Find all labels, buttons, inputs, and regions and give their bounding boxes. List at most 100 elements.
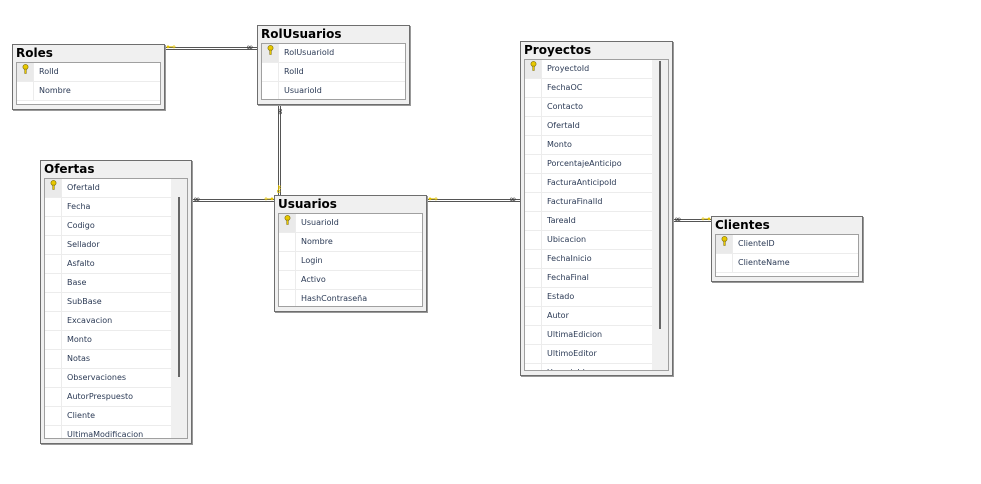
scrollbar-thumb[interactable] <box>659 61 661 329</box>
column-row[interactable]: Observaciones <box>45 369 171 388</box>
column-row[interactable]: UltimoEditor <box>525 345 652 364</box>
table-title[interactable]: RolUsuarios <box>261 27 342 41</box>
column-row[interactable]: SubBase <box>45 293 171 312</box>
column-row[interactable]: Login <box>279 252 422 271</box>
relationship-line <box>278 105 281 195</box>
column-row[interactable]: ClienteID <box>716 235 858 254</box>
column-row[interactable]: Sellador <box>45 236 171 255</box>
column-row[interactable]: FechaOC <box>525 79 652 98</box>
column-row[interactable]: Estado <box>525 288 652 307</box>
scrollbar-thumb[interactable] <box>178 197 180 377</box>
column-name: FechaOC <box>547 83 583 92</box>
infinity-end-icon: ∞ <box>509 195 517 205</box>
row-selector <box>525 155 542 173</box>
table-title[interactable]: Proyectos <box>524 43 592 57</box>
column-name: UltimaModificacion <box>67 430 144 439</box>
row-selector <box>45 236 62 254</box>
column-name: Sellador <box>67 240 100 249</box>
column-row[interactable]: Monto <box>525 136 652 155</box>
table-title[interactable]: Roles <box>16 46 53 60</box>
key-end-icon: ⊷ <box>428 194 438 205</box>
relationship-line <box>673 219 711 222</box>
column-row[interactable]: AutorPrespuesto <box>45 388 171 407</box>
column-row[interactable]: ProyectoId <box>525 60 652 79</box>
row-selector <box>525 174 542 192</box>
column-name: Monto <box>67 335 92 344</box>
row-selector <box>525 98 542 116</box>
column-row[interactable]: UsuarioId <box>262 82 405 99</box>
row-selector <box>45 293 62 311</box>
column-row[interactable]: HashContraseña <box>279 290 422 306</box>
row-selector <box>262 63 279 81</box>
column-row[interactable]: Codigo <box>45 217 171 236</box>
column-name: UsuarioId <box>301 218 339 227</box>
column-row[interactable]: UltimaEdicion <box>525 326 652 345</box>
table-title[interactable]: Ofertas <box>44 162 95 176</box>
column-row[interactable]: Nombre <box>17 82 160 101</box>
row-selector <box>525 345 542 363</box>
column-row[interactable]: OfertaId <box>525 117 652 136</box>
row-selector <box>45 407 62 425</box>
column-row[interactable]: UltimaModificacion <box>45 426 171 439</box>
column-row[interactable]: Contacto <box>525 98 652 117</box>
scrollbar[interactable] <box>171 179 187 438</box>
column-name: Contacto <box>547 102 584 111</box>
row-selector <box>525 193 542 211</box>
row-selector <box>525 136 542 154</box>
row-selector <box>279 271 296 289</box>
scrollbar[interactable] <box>652 60 668 370</box>
row-selector <box>525 212 542 230</box>
column-row[interactable]: RolUsuarioId <box>262 44 405 63</box>
column-row[interactable]: FacturaAnticipoId <box>525 174 652 193</box>
column-row[interactable]: Notas <box>45 350 171 369</box>
relationship-line <box>165 47 257 50</box>
column-row[interactable]: UsuarioId <box>279 214 422 233</box>
column-name: Ubicacion <box>547 235 587 244</box>
column-name: Activo <box>301 275 326 284</box>
primary-key-icon <box>17 63 34 81</box>
column-row[interactable]: Cliente <box>45 407 171 426</box>
row-selector <box>525 288 542 306</box>
column-row[interactable]: FechaInicio <box>525 250 652 269</box>
column-name: Observaciones <box>67 373 127 382</box>
column-row[interactable]: Excavacion <box>45 312 171 331</box>
column-row[interactable]: Asfalto <box>45 255 171 274</box>
column-row[interactable]: OfertaId <box>45 179 171 198</box>
row-selector <box>45 388 62 406</box>
column-row[interactable]: Ubicacion <box>525 231 652 250</box>
column-row[interactable]: PorcentajeAnticipo <box>525 155 652 174</box>
column-row[interactable]: Monto <box>45 331 171 350</box>
row-selector <box>525 79 542 97</box>
column-row[interactable]: RolId <box>262 63 405 82</box>
column-name: Asfalto <box>67 259 95 268</box>
column-name: Codigo <box>67 221 95 230</box>
column-name: UltimoEditor <box>547 349 597 358</box>
column-row[interactable]: UsuarioId <box>525 364 652 370</box>
column-row[interactable]: FechaFinal <box>525 269 652 288</box>
column-row[interactable]: Fecha <box>45 198 171 217</box>
column-row[interactable]: RolId <box>17 63 160 82</box>
relationship-line <box>192 199 274 202</box>
column-row[interactable]: Autor <box>525 307 652 326</box>
column-name: SubBase <box>67 297 102 306</box>
column-name: Fecha <box>67 202 91 211</box>
column-row[interactable]: FacturaFinalId <box>525 193 652 212</box>
column-name: HashContraseña <box>301 294 368 303</box>
column-row[interactable]: TareaId <box>525 212 652 231</box>
table-title[interactable]: Clientes <box>715 218 770 232</box>
row-selector <box>45 312 62 330</box>
column-name: RolId <box>39 67 59 76</box>
column-row[interactable]: Activo <box>279 271 422 290</box>
column-row[interactable]: Base <box>45 274 171 293</box>
column-row[interactable]: Nombre <box>279 233 422 252</box>
table-title[interactable]: Usuarios <box>278 197 337 211</box>
column-row[interactable]: ClienteName <box>716 254 858 273</box>
